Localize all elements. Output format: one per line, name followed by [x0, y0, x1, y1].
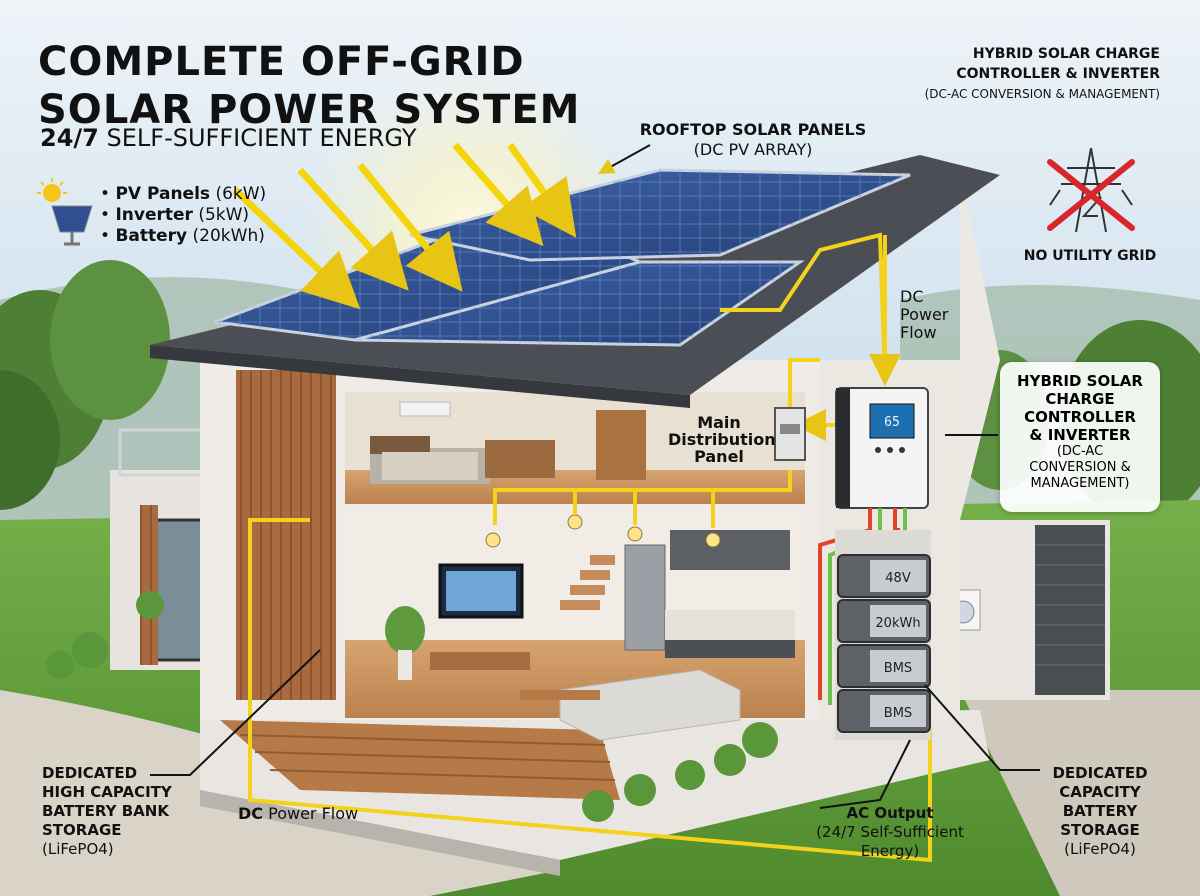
dc-wiring — [248, 232, 932, 863]
page-subtitle: 24/7 SELF-SUFFICIENT ENERGY — [40, 124, 417, 152]
no-grid-label: NO UTILITY GRID — [1023, 248, 1157, 264]
page-title: COMPLETE OFF-GRID SOLAR POWER SYSTEM — [38, 38, 580, 134]
inverter-callout-box: HYBRID SOLAR CHARGE CONTROLLER & INVERTE… — [1000, 362, 1160, 512]
battery-module-label: BMS — [884, 706, 912, 721]
left-battery-label: DEDICATED HIGH CAPACITY BATTERY BANK STO… — [42, 764, 172, 858]
spec-item: • PV Panels (6kW) — [100, 184, 267, 204]
pendant-lights — [485, 514, 721, 548]
inverter-display: 65 — [884, 415, 900, 430]
right-battery-label: DEDICATED CAPACITY BATTERY STORAGE (LiFe… — [1052, 764, 1148, 858]
subtitle-text: SELF-SUFFICIENT ENERGY — [98, 124, 417, 152]
hybrid-inverter — [835, 387, 929, 509]
trees-left — [0, 260, 170, 510]
ac-output-label: AC Output (24/7 Self-Sufficient Energy) — [816, 804, 964, 860]
distribution-panel-label: Main Distribution Panel — [668, 413, 776, 466]
title-line-1: COMPLETE OFF-GRID — [38, 39, 525, 85]
battery-module-label: 20kWh — [875, 616, 920, 631]
battery-stack — [835, 530, 931, 740]
sunlight-arrows — [232, 142, 577, 310]
battery-module-label: BMS — [884, 661, 912, 676]
dc-flow-top-label: DC Power Flow — [900, 287, 949, 342]
rooftop-label: ROOFTOP SOLAR PANELS (DC PV ARRAY) — [639, 120, 867, 159]
red-x-icon — [1047, 159, 1135, 231]
dc-flow-bottom-label: DC Power Flow — [238, 804, 359, 823]
shrubs — [46, 591, 778, 822]
title-line-2: SOLAR POWER SYSTEM — [38, 87, 581, 133]
spec-item: • Inverter (5kW) — [100, 205, 250, 225]
solar-panel-icon — [51, 205, 93, 246]
subtitle-prefix: 24/7 — [40, 124, 99, 152]
sun-icon — [37, 178, 67, 202]
specs-list: • PV Panels (6kW) • Inverter (5kW) • Bat… — [100, 184, 266, 247]
battery-module-label: 48V — [885, 571, 911, 586]
spec-item: • Battery (20kWh) — [100, 226, 265, 246]
top-right-inverter-label: HYBRID SOLAR CHARGE CONTROLLER & INVERTE… — [924, 46, 1160, 101]
